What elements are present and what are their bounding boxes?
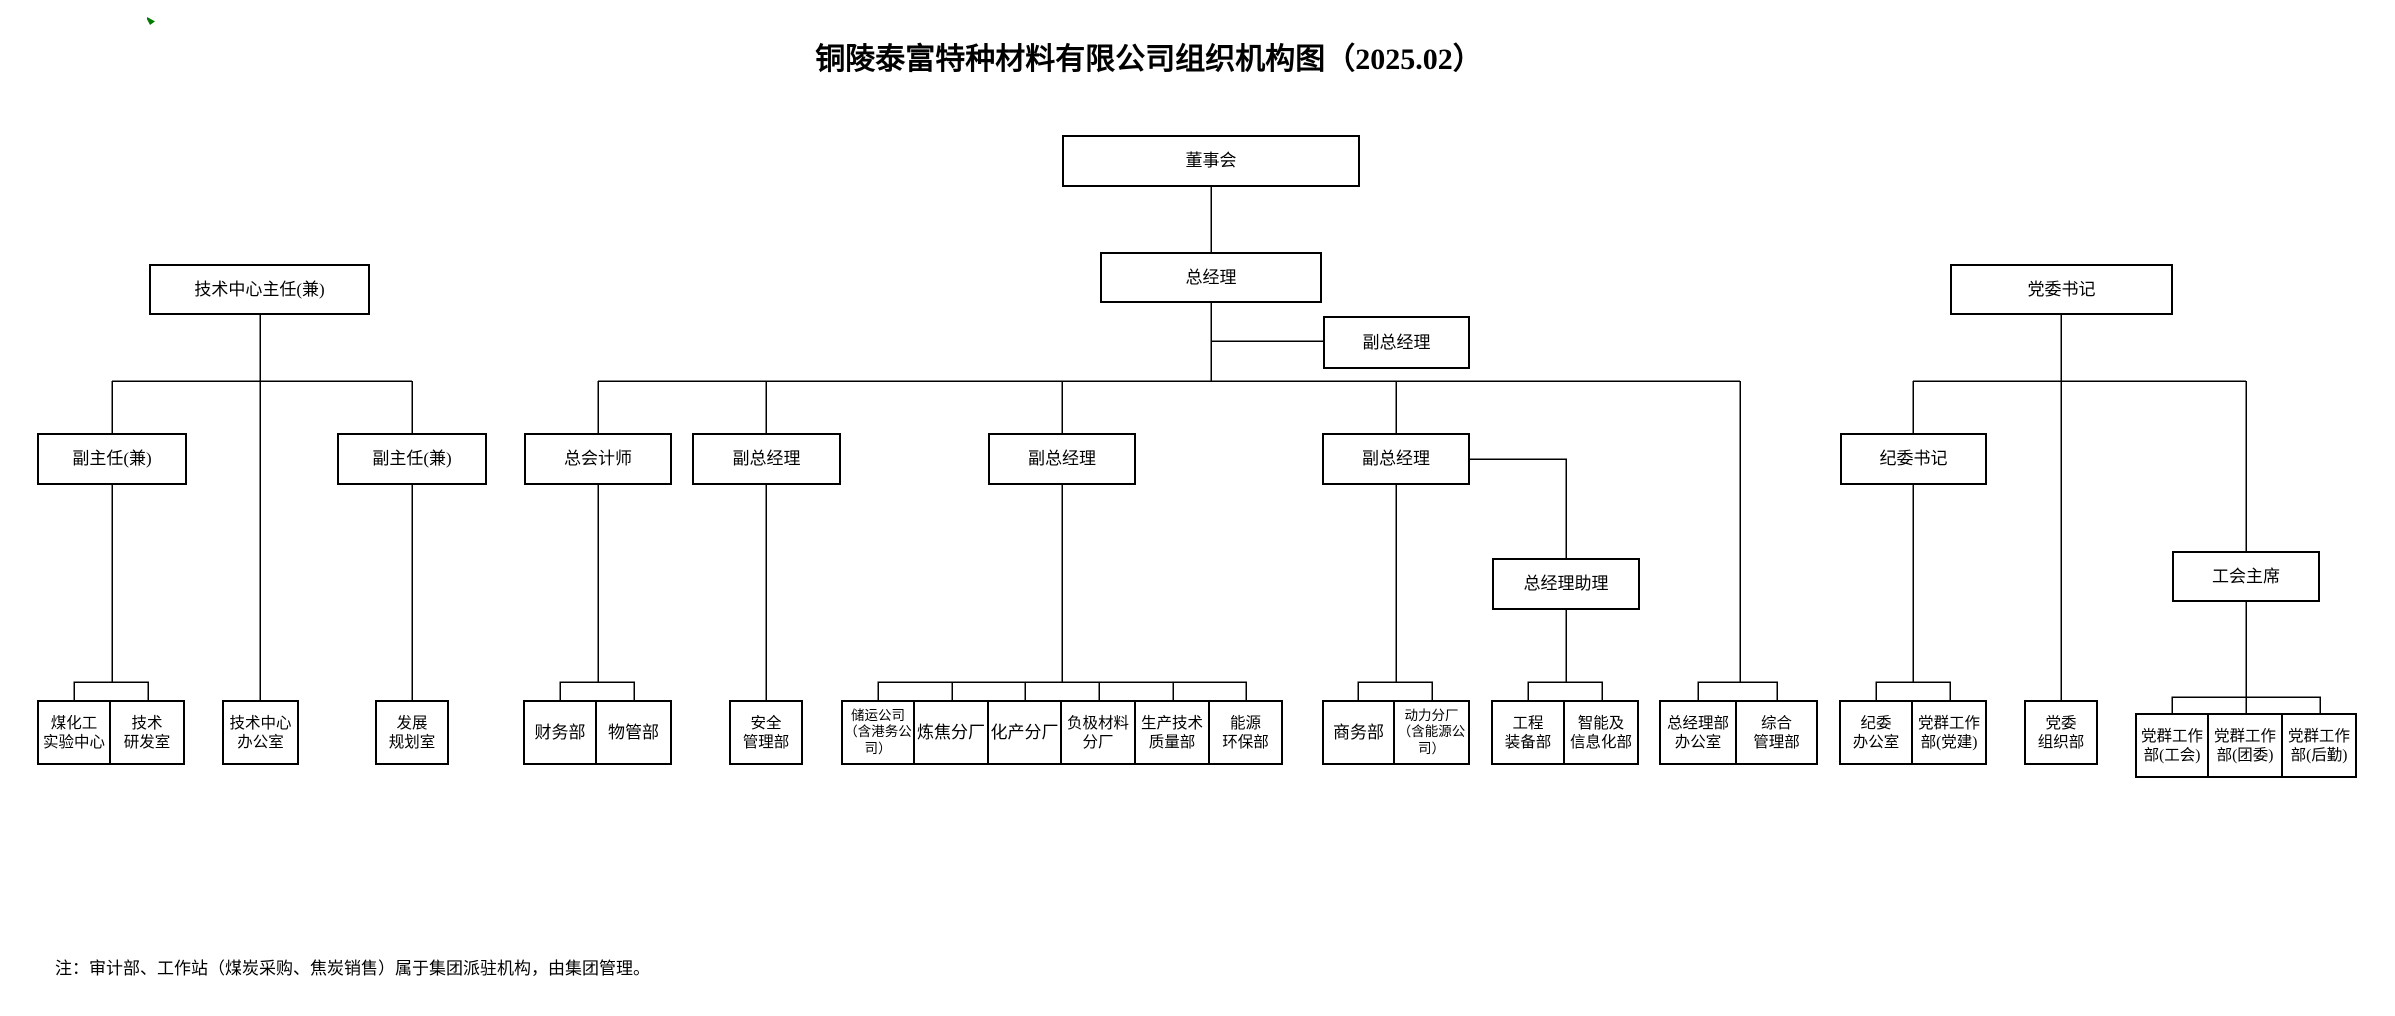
page-title: 铜陵泰富特种材料有限公司组织机构图（2025.02） (815, 43, 1483, 76)
org-node-materials-dept: 物管部 (595, 700, 672, 765)
org-node-union-chairman: 工会主席 (2172, 551, 2320, 602)
org-node-party-work-logistics: 党群工作 部(后勤) (2281, 713, 2357, 778)
org-node-power-plant: 动力分厂 （含能源公 司） (1393, 700, 1470, 765)
org-node-finance-dept: 财务部 (523, 700, 597, 765)
org-node-anode-materials-plant: 负极材料 分厂 (1060, 700, 1136, 765)
connector (559, 681, 635, 700)
connector (1357, 681, 1433, 700)
connector (877, 681, 1247, 700)
org-node-tech-rd-office: 技术 研发室 (109, 700, 185, 765)
org-node-engineering-equip: 工程 装备部 (1491, 700, 1565, 765)
green-marker (147, 17, 155, 25)
org-node-chem-products-plant: 化产分厂 (987, 700, 1062, 765)
org-node-storage-company: 储运公司 （含港务公 司） (841, 700, 915, 765)
org-node-party-secretary: 党委书记 (1950, 264, 2173, 315)
org-node-board: 董事会 (1062, 135, 1360, 187)
org-node-prod-tech-quality: 生产技术 质量部 (1134, 700, 1210, 765)
org-node-chief-accountant: 总会计师 (524, 433, 672, 485)
org-node-party-work-union: 党群工作 部(工会) (2135, 713, 2209, 778)
org-node-energy-env-dept: 能源 环保部 (1208, 700, 1283, 765)
org-node-safety-dept: 安全 管理部 (729, 700, 803, 765)
footnote: 注：审计部、工作站（煤炭采购、焦炭销售）属于集团派驻机构，由集团管理。 (55, 959, 650, 978)
org-node-discipline-office: 纪委 办公室 (1839, 700, 1913, 765)
org-node-gm-office: 总经理部 办公室 (1659, 700, 1737, 765)
org-node-coal-chem-lab: 煤化工 实验中心 (37, 700, 111, 765)
org-node-commerce-dept: 商务部 (1322, 700, 1395, 765)
connector (1697, 681, 1778, 700)
org-node-smart-info-dept: 智能及 信息化部 (1563, 700, 1639, 765)
connector (1527, 681, 1603, 700)
org-node-party-org-dept: 党委 组织部 (2024, 700, 2098, 765)
org-node-tech-center-director: 技术中心主任(兼) (149, 264, 370, 315)
org-node-discipline-secretary: 纪委书记 (1840, 433, 1987, 485)
connector (1470, 458, 1567, 558)
connector (1875, 681, 1951, 700)
org-node-tech-center-office: 技术中心 办公室 (222, 700, 299, 765)
org-node-gm-assistant: 总经理助理 (1492, 558, 1640, 610)
connector (73, 681, 149, 700)
org-node-deputy-gm-staff: 副总经理 (1323, 316, 1470, 369)
org-node-general-mgmt-dept: 综合 管理部 (1735, 700, 1818, 765)
org-node-party-work-youth: 党群工作 部(团委) (2207, 713, 2283, 778)
org-node-party-work-build: 党群工作 部(党建) (1911, 700, 1987, 765)
org-node-deputy-gm-3: 副总经理 (1322, 433, 1470, 485)
org-node-general-manager: 总经理 (1100, 252, 1322, 303)
org-node-deputy-gm-1: 副总经理 (692, 433, 841, 485)
org-node-coking-plant: 炼焦分厂 (913, 700, 989, 765)
org-node-deputy-director-1: 副主任(兼) (37, 433, 187, 485)
org-node-deputy-director-2: 副主任(兼) (337, 433, 487, 485)
org-node-deputy-gm-2: 副总经理 (988, 433, 1136, 485)
org-node-dev-planning-office: 发展 规划室 (375, 700, 449, 765)
